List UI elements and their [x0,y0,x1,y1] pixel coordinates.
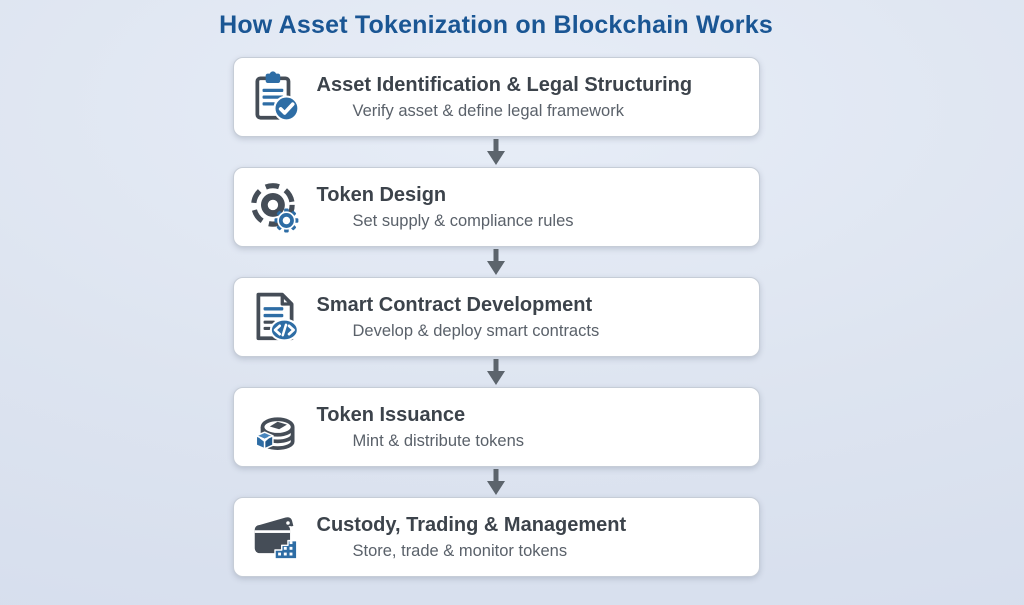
step-subtitle: Develop & deploy smart contracts [352,321,600,340]
step-text: Custody, Trading & Management Store, tra… [317,513,627,562]
coin-stack-cube-icon [248,399,302,455]
step-card-smart-contract: Smart Contract Development Develop & dep… [232,277,760,357]
step-title: Token Issuance [316,403,466,426]
step-text: Token Issuance Mint & distribute tokens [317,403,525,452]
arrow-down-icon [233,137,760,167]
step-subtitle: Mint & distribute tokens [352,431,525,450]
arrow-down-icon [233,357,760,387]
arrow-down-icon [233,467,760,497]
step-title: Token Design [316,183,447,206]
step-card-token-design: Token Design Set supply & compliance rul… [232,167,760,247]
step-text: Token Design Set supply & compliance rul… [317,183,574,232]
step-title: Custody, Trading & Management [316,513,627,536]
step-card-token-issuance: Token Issuance Mint & distribute tokens [232,387,760,467]
flowchart: Asset Identification & Legal Structuring… [232,57,760,577]
step-subtitle: Set supply & compliance rules [352,211,574,230]
page-title: How Asset Tokenization on Blockchain Wor… [219,11,773,39]
wallet-buildings-icon [248,509,302,565]
token-gear-icon [248,179,302,235]
step-text: Smart Contract Development Develop & dep… [317,293,600,342]
step-card-custody-trading: Custody, Trading & Management Store, tra… [232,497,760,577]
clipboard-check-icon [248,69,302,125]
step-subtitle: Store, trade & monitor tokens [352,541,568,560]
step-title: Smart Contract Development [316,293,593,316]
step-text: Asset Identification & Legal Structuring… [317,73,693,122]
step-subtitle: Verify asset & define legal framework [352,101,624,120]
arrow-down-icon [233,247,760,277]
step-card-asset-identification: Asset Identification & Legal Structuring… [232,57,760,137]
document-code-icon [248,289,302,345]
step-title: Asset Identification & Legal Structuring [316,73,693,96]
